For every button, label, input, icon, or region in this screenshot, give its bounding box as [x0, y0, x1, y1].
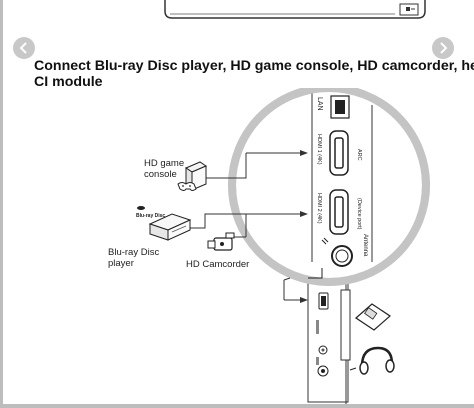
camcorder-icon: [207, 232, 235, 251]
connection-diagram: LAN HDMI 1 (4K) ARC HDMI 2 (4K) (Device …: [108, 88, 430, 404]
bluray-logo-text: Blu-ray Disc: [136, 213, 165, 219]
bluray-player-icon: [148, 213, 192, 241]
hdmi2-device-port-label: (Device port): [356, 198, 362, 230]
antenna-label: Antenna: [362, 234, 368, 257]
satellite-symbol-icon: [321, 237, 329, 245]
bluray-logo-icon: Blu-ray Disc: [136, 206, 165, 219]
lan-port-icon: [330, 95, 350, 119]
frame-bottom-border: [0, 404, 474, 408]
hdmi2-label: HDMI 2 (4K): [316, 193, 322, 224]
bluray-label-line1: Blu-ray Disc: [108, 247, 159, 258]
antenna-port-icon: [331, 245, 353, 267]
chevron-right-icon: [440, 42, 448, 54]
next-slide-button[interactable]: [432, 37, 454, 59]
headphone-port-icon: [317, 365, 329, 377]
tv-bottom-edge: [164, 0, 426, 19]
camcorder-label: HD Camcorder: [186, 259, 249, 270]
frame-left-border: [0, 0, 3, 408]
page-title: Connect Blu-ray Disc player, HD game con…: [34, 58, 474, 90]
hdmi2-port-icon: [329, 189, 349, 235]
game-console-label-line2: console: [144, 169, 177, 180]
previous-slide-button[interactable]: [13, 37, 35, 59]
headphones-icon: [349, 346, 395, 375]
lan-label: LAN: [316, 97, 323, 111]
usb-port-icon: [318, 292, 329, 310]
chevron-left-icon: [19, 42, 27, 54]
ci-module-card-icon: [355, 303, 391, 331]
hdmi1-label: HDMI 1 (4K): [316, 134, 322, 165]
hdmi1-port-icon: [329, 130, 349, 176]
panel-small-labels: [316, 320, 319, 365]
game-console-label-line1: HD game: [144, 158, 184, 169]
zoom-pointer-line: [308, 268, 323, 279]
audio-out-port-icon: [318, 345, 328, 355]
title-line-1: Connect Blu-ray Disc player, HD game con…: [34, 58, 474, 74]
bluray-label-line2: player: [108, 258, 134, 269]
hdmi1-arc-label: ARC: [356, 149, 362, 161]
game-console-icon: [177, 161, 208, 191]
magnifier-circle: [228, 88, 430, 286]
connection-lines: [190, 150, 308, 303]
title-line-2: CI module: [34, 74, 103, 90]
tv-back-panel: [307, 100, 351, 404]
